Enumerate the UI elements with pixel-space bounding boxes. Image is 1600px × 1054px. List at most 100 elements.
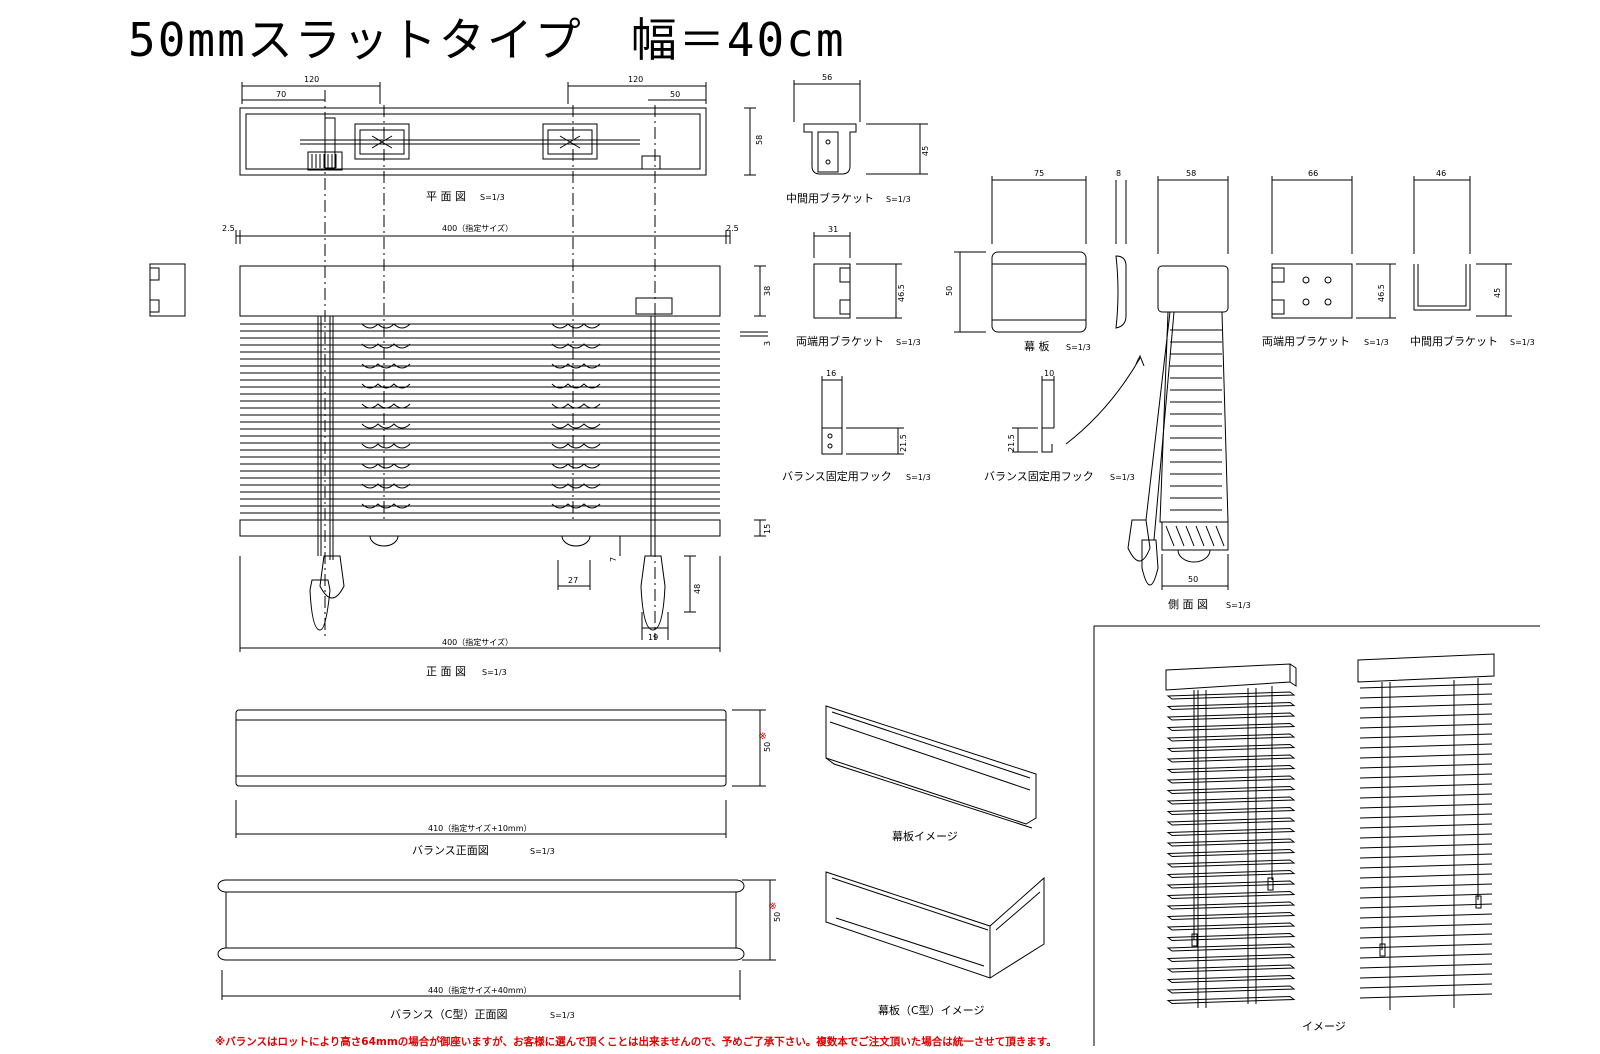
center-lines xyxy=(324,90,656,640)
end-bracket-left-label: 両端用ブラケット xyxy=(796,334,884,348)
iso-slat xyxy=(1359,743,1493,749)
end-bracket-right-scale: S=1/3 xyxy=(1364,338,1389,347)
valance-hook-left-scale: S=1/3 xyxy=(906,473,931,482)
iso-slat xyxy=(1359,973,1493,979)
iso-slat xyxy=(1359,863,1493,869)
valance-front-label: バランス正面図 xyxy=(412,844,489,857)
iso-slat xyxy=(1359,753,1493,759)
iso-slat xyxy=(1359,883,1493,889)
iso-slat xyxy=(1166,880,1296,889)
valance-hook-left-label: バランス固定用フック xyxy=(782,469,892,483)
iso-slat xyxy=(1359,913,1493,919)
image-label: イメージ xyxy=(1302,1020,1346,1033)
middle-bracket-top: 56 45 中間用ブラケット S=1/3 xyxy=(786,73,930,205)
valance-height-note: ※バランスはロットにより高さ64mmの場合が御座いますが、お客様に選んで頂くこと… xyxy=(215,1036,1057,1048)
dim-eb2-66: 66 xyxy=(1308,169,1318,178)
iso-slat xyxy=(1166,932,1296,942)
valance-hook-right: 10 21.5 バランス固定用フック S=1/3 xyxy=(984,369,1135,483)
iso-slat xyxy=(1359,723,1493,729)
side-view: 58 50 側 面 図 S=1/3 xyxy=(1065,169,1251,611)
iso-slat xyxy=(1166,817,1296,826)
valance-c-mark: ※ xyxy=(768,902,779,910)
dim-valance-c-width: 440（指定サイズ+40mm） xyxy=(428,985,532,995)
dim-eb-31: 31 xyxy=(828,225,838,234)
iso-blind-left xyxy=(1165,663,1297,1008)
page-title: 50mmスラットタイプ 幅＝40cm xyxy=(128,13,846,67)
dim-mb-45: 45 xyxy=(921,146,930,156)
dim-plan-50: 50 xyxy=(670,90,680,99)
front-view-label: 正 面 図 xyxy=(426,665,466,678)
dim-mb2-46: 46 xyxy=(1436,169,1446,178)
plan-view: 120 70 120 50 58 平 面 図 S=1/3 xyxy=(239,75,764,203)
plan-view-scale: S=1/3 xyxy=(480,193,505,202)
iso-slat xyxy=(1359,703,1493,709)
valance-front-scale: S=1/3 xyxy=(530,847,555,856)
dim-front-2-5-left: 2.5 xyxy=(222,224,235,233)
dim-hook2-21-5: 21.5 xyxy=(1007,434,1016,452)
iso-slat xyxy=(1166,985,1296,994)
iso-slat xyxy=(1166,974,1296,984)
valance-mark: ※ xyxy=(758,732,769,740)
iso-slat xyxy=(1359,773,1493,779)
valance-board-scale: S=1/3 xyxy=(1066,343,1091,352)
valance-hook-right-label: バランス固定用フック xyxy=(984,469,1094,483)
dim-front-15: 15 xyxy=(763,524,772,534)
end-bracket-left: 31 46.5 両端用ブラケット S=1/3 xyxy=(796,225,921,348)
dim-valance-50: 50 xyxy=(763,742,772,752)
valance-image-label: 幕板イメージ xyxy=(892,829,958,843)
iso-slat xyxy=(1166,848,1296,858)
iso-slat xyxy=(1359,693,1493,699)
valance-c-image-label: 幕板（C型）イメージ xyxy=(878,1003,984,1017)
iso-blind-right xyxy=(1357,653,1495,1010)
dim-valance-width: 410（指定サイズ+10mm） xyxy=(428,823,532,833)
iso-slat xyxy=(1359,683,1493,689)
image-panel: イメージ xyxy=(1093,625,1540,1046)
iso-slat xyxy=(1359,993,1493,999)
iso-slat xyxy=(1359,733,1493,739)
front-view: 2.5 400（指定サイズ） 2.5 38 3 15 7 27 xyxy=(149,223,772,678)
middle-bracket-right-label: 中間用ブラケット xyxy=(1410,334,1498,348)
side-view-scale: S=1/3 xyxy=(1226,601,1251,610)
dim-board-8: 8 xyxy=(1116,169,1121,178)
dim-hook-16: 16 xyxy=(826,369,836,378)
middle-bracket-top-scale: S=1/3 xyxy=(886,195,911,204)
side-view-label: 側 面 図 xyxy=(1168,598,1208,611)
iso-slat xyxy=(1166,743,1296,753)
dim-side-58: 58 xyxy=(1186,169,1196,178)
valance-front: 50 ※ 410（指定サイズ+10mm） バランス正面図 S=1/3 xyxy=(235,709,772,857)
dim-front-27: 27 xyxy=(568,576,578,585)
iso-slat xyxy=(1166,691,1296,700)
iso-slat xyxy=(1166,775,1296,784)
iso-slat xyxy=(1166,911,1296,921)
dim-hook-21-5: 21.5 xyxy=(899,434,908,452)
iso-slat xyxy=(1359,983,1493,989)
iso-slat xyxy=(1166,733,1296,742)
iso-slat xyxy=(1359,953,1493,959)
dim-front-7: 7 xyxy=(609,557,618,562)
iso-slat xyxy=(1166,785,1296,795)
iso-slat xyxy=(1359,843,1493,849)
valance-c-image: 幕板（C型）イメージ xyxy=(825,871,1045,1017)
dim-valance-c-50: 50 xyxy=(773,912,782,922)
iso-slat xyxy=(1166,995,1296,1005)
end-bracket-right-label: 両端用ブラケット xyxy=(1262,334,1350,348)
dim-mb2-45: 45 xyxy=(1493,288,1502,298)
dim-eb-46-5: 46.5 xyxy=(897,284,906,302)
dim-plan-70: 70 xyxy=(276,90,286,99)
valance-hook-right-scale: S=1/3 xyxy=(1110,473,1135,482)
dim-hook2-10: 10 xyxy=(1044,369,1054,378)
end-bracket-right: 66 46.5 両端用ブラケット S=1/3 xyxy=(1262,169,1396,348)
iso-slat xyxy=(1166,953,1296,963)
iso-slat xyxy=(1166,964,1296,973)
iso-slat xyxy=(1166,890,1296,900)
plan-view-label: 平 面 図 xyxy=(426,190,466,203)
dim-front-3: 3 xyxy=(763,341,772,346)
dim-front-38: 38 xyxy=(763,286,772,296)
iso-slat xyxy=(1166,754,1296,763)
dim-plan-120-right: 120 xyxy=(628,75,643,84)
dim-plan-58: 58 xyxy=(755,135,764,145)
dim-mb-56: 56 xyxy=(822,73,832,82)
iso-slat xyxy=(1359,903,1493,909)
iso-slat xyxy=(1166,838,1296,847)
dim-eb2-46-5: 46.5 xyxy=(1377,284,1386,302)
